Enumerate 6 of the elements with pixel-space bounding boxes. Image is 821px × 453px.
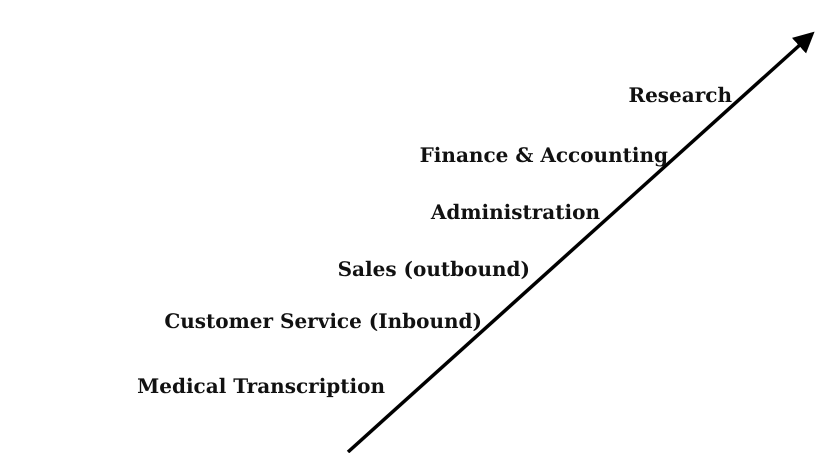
category-label: Sales (outbound) [338, 256, 530, 282]
category-label: Medical Transcription [137, 373, 385, 399]
category-label: Customer Service (Inbound) [164, 308, 482, 334]
category-label: Administration [430, 199, 600, 225]
category-label: Finance & Accounting [420, 142, 668, 168]
category-label: Research [628, 82, 732, 108]
